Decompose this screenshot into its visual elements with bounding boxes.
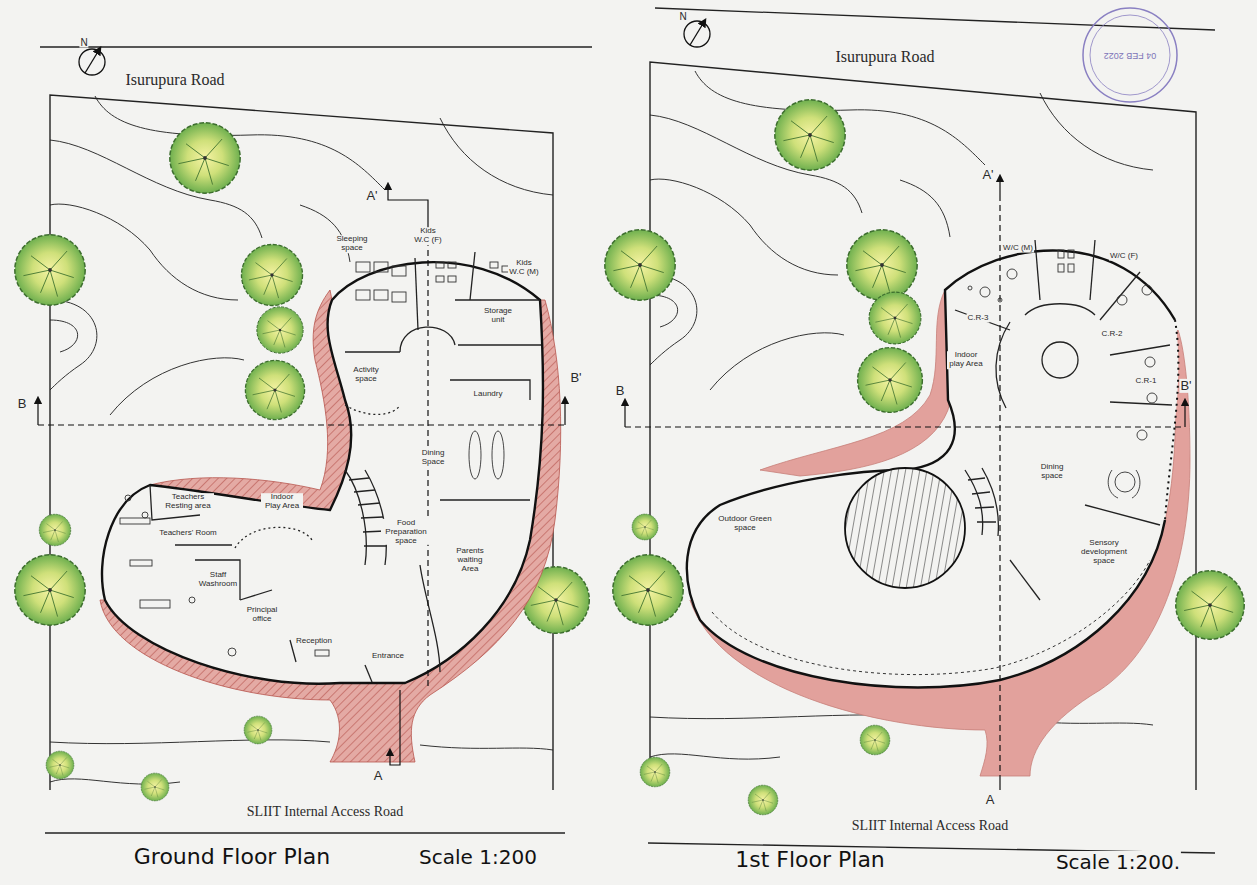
room-label: Sleeping space [327, 235, 377, 253]
section-mark: B [615, 384, 626, 398]
room-label: Kids W.C (F) [412, 227, 444, 245]
room-label: Indoor play Area [947, 351, 985, 369]
section-mark: B' [569, 371, 582, 385]
room-label: Activity space [348, 366, 384, 384]
room-label: Teachers' Room [157, 529, 219, 538]
section-mark: A [985, 793, 996, 807]
road-name: SLIIT Internal Access Road [246, 804, 404, 819]
room-label: Entrance [371, 652, 405, 661]
room-label: Staff Washroom [197, 571, 239, 589]
north-mark: N [678, 11, 687, 22]
room-label: Storage unit [480, 307, 516, 325]
room-label: C.R-1 [1135, 377, 1158, 386]
room-label: Reception [295, 637, 333, 646]
room-label: Teachers Resting area [162, 493, 214, 511]
road-name: Isurupura Road [124, 71, 225, 89]
room-label: Kids W.C (M) [508, 259, 540, 277]
room-label: Food Preparation space [381, 519, 431, 545]
road-name: Isurupura Road [834, 48, 935, 66]
road-name: SLIIT Internal Access Road [851, 818, 1009, 833]
room-label: Dining space [1031, 463, 1073, 481]
room-label: Laundry [473, 390, 504, 399]
room-label: C.R-3 [967, 314, 990, 323]
plan-title: Ground Floor Plan [133, 845, 331, 869]
scale-note: Scale 1:200 [418, 846, 538, 868]
section-mark: B' [1179, 379, 1192, 393]
room-label: C.R-2 [1101, 330, 1124, 339]
scale-note: Scale 1:200. [1055, 851, 1181, 873]
room-label: Principal office [240, 606, 284, 624]
room-label: Parents waiting Area [448, 547, 492, 573]
section-mark: A' [365, 189, 378, 203]
plan-title: 1st Floor Plan [734, 848, 886, 872]
room-label: Dining Space [417, 449, 449, 467]
room-label: Indoor Play Area [261, 493, 303, 511]
room-label: Sensory development space [1073, 539, 1135, 565]
section-mark: A [373, 769, 384, 783]
section-mark: A' [981, 168, 994, 182]
room-label: W/C (F) [1109, 252, 1139, 261]
section-mark: B [17, 397, 28, 411]
north-mark: N [79, 37, 88, 48]
stamp-text: 04 FEB 2022 [1103, 50, 1158, 60]
room-label: W/C (M) [1002, 244, 1034, 253]
room-label: Outdoor Green space [714, 515, 776, 533]
